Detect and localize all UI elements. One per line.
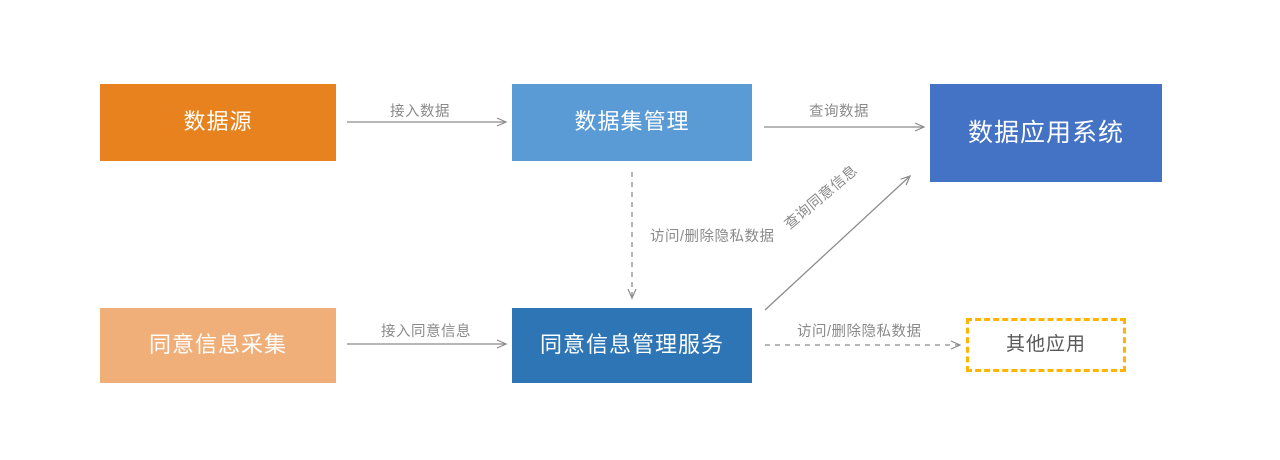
edge-label-privacy-access-vertical: 访问/删除隐私数据 [650, 229, 775, 245]
node-dataset-management[interactable]: 数据集管理 [512, 84, 752, 161]
edge-query-consent-line [764, 174, 912, 311]
node-consent-collection[interactable]: 同意信息采集 [100, 308, 336, 383]
edge-label-privacy-access-horizontal: 访问/删除隐私数据 [797, 324, 922, 340]
edge-label-query-data: 查询数据 [809, 104, 869, 120]
node-consent-service[interactable]: 同意信息管理服务 [512, 308, 752, 383]
node-other-apps[interactable]: 其他应用 [966, 318, 1126, 372]
node-data-app-system[interactable]: 数据应用系统 [930, 84, 1162, 182]
edge-label-ingest-consent: 接入同意信息 [381, 324, 471, 340]
node-data-source[interactable]: 数据源 [100, 84, 336, 161]
edge-label-ingest-data: 接入数据 [390, 104, 450, 120]
